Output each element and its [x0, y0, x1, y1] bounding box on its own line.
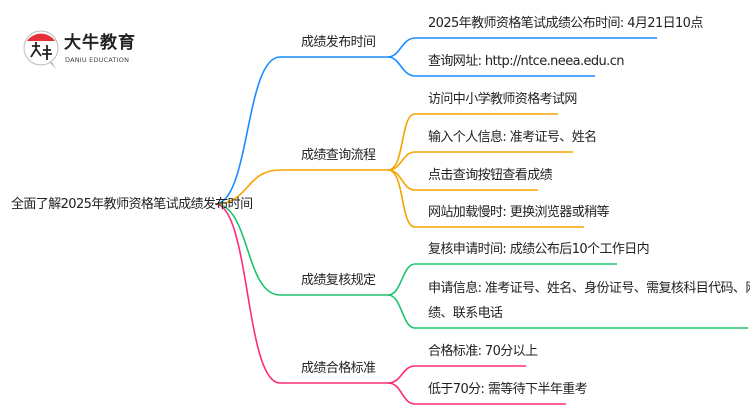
leaf-below-pass: 低于70分: 需等待下半年重考	[428, 382, 588, 397]
branch-release-time: 成绩发布时间	[301, 35, 376, 50]
connector-branch-3	[214, 203, 388, 296]
brand-name-en: DANIU EDUCATION	[65, 56, 130, 64]
leaf-pass-score: 合格标准: 70分以上	[428, 344, 538, 359]
leaf-review-info: 申请信息: 准考证号、姓名、身份证号、需复核科目代码、网上查询成	[428, 281, 750, 296]
connector-leaf	[387, 263, 617, 296]
leaf-query-url: 查询网址: http://ntce.neea.edu.cn	[428, 54, 625, 69]
leaf-click-query: 点击查询按钮查看成绩	[428, 168, 553, 183]
connector-leaf	[387, 56, 595, 77]
leaf-review-info-cont: 绩、联系电话	[428, 306, 503, 321]
connector-leaf	[387, 151, 573, 171]
branch-review-rules: 成绩复核规定	[301, 273, 376, 288]
connector-leaf	[387, 294, 748, 329]
root-node: 全面了解2025年教师资格笔试成绩发布时间	[11, 197, 253, 212]
connector-branch-4	[214, 203, 388, 384]
connector-leaf	[387, 365, 526, 384]
leaf-review-time: 复核申请时间: 成绩公布后10个工作日内	[428, 242, 650, 257]
brand-logo-mark	[22, 29, 62, 73]
branch-query-process: 成绩查询流程	[301, 148, 376, 163]
leaf-input-info: 输入个人信息: 准考证号、姓名	[428, 130, 597, 145]
connector-leaf	[387, 382, 566, 405]
connector-branch-2	[214, 169, 388, 205]
leaf-slow-loading: 网站加载慢时: 更换浏览器或稍等	[428, 205, 610, 220]
connector-leaf	[387, 169, 584, 228]
branch-pass-standard: 成绩合格标准	[301, 361, 376, 376]
leaf-release-date: 2025年教师资格笔试成绩公布时间: 4月21日10点	[428, 16, 703, 31]
connector-leaf	[387, 113, 558, 171]
leaf-visit-site: 访问中小学教师资格考试网	[428, 92, 577, 107]
brand-name: 大牛教育	[64, 33, 136, 53]
connector-leaf	[387, 37, 657, 58]
connector-branch-1	[214, 56, 388, 205]
